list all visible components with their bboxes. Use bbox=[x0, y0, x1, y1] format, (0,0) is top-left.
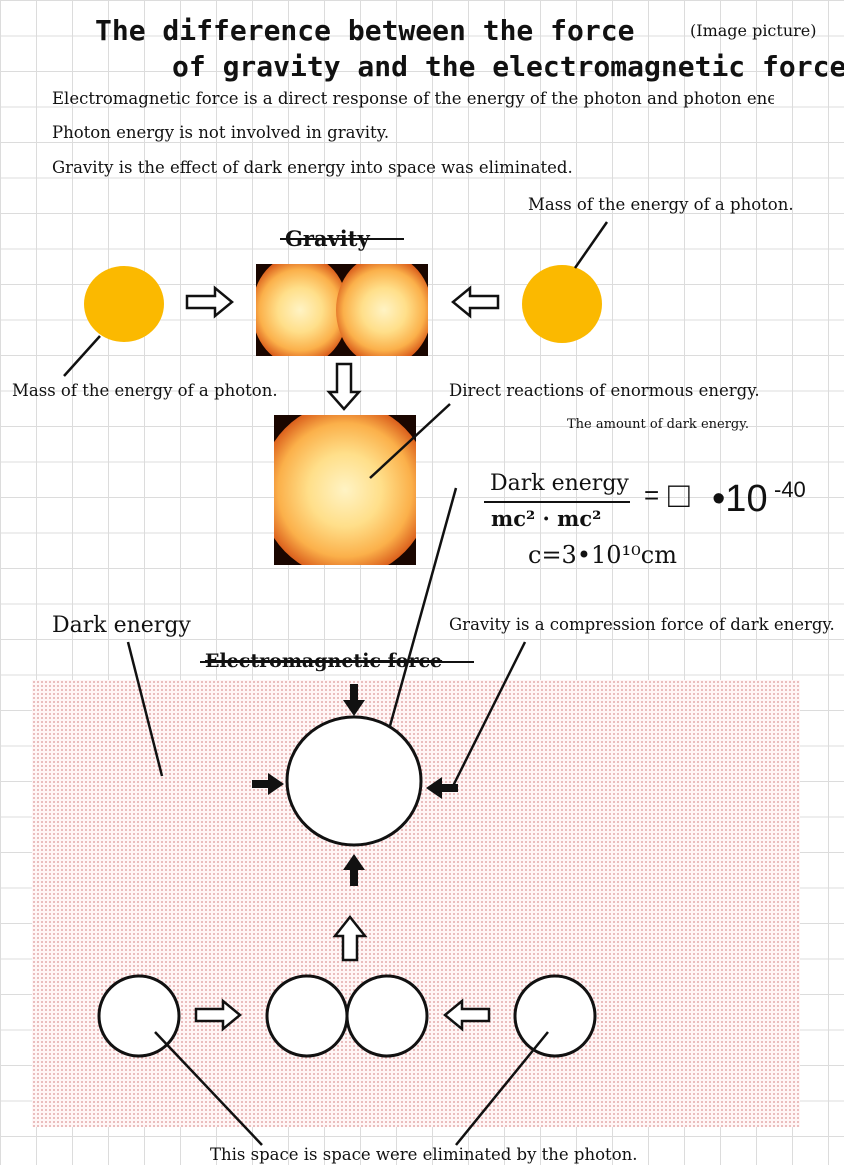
photon-circle-merged-right bbox=[345, 974, 429, 1058]
leader-space-left bbox=[154, 1031, 263, 1146]
dark-energy-label: Dark energy bbox=[52, 613, 191, 638]
arrow-down-upper bbox=[326, 362, 362, 411]
merged-fireball bbox=[274, 415, 416, 565]
colliding-fireballs bbox=[256, 264, 428, 356]
equation-box: □ bbox=[668, 474, 690, 515]
dark-energy-field bbox=[32, 680, 800, 1127]
arrow-right-upper bbox=[185, 285, 234, 319]
leader-space-right bbox=[455, 1031, 549, 1146]
leader-mass-left bbox=[63, 335, 101, 377]
statement-3: Gravity is the effect of dark energy int… bbox=[52, 158, 573, 177]
leader-dark-energy bbox=[126, 641, 164, 777]
equation-equals: = bbox=[644, 480, 660, 510]
arrow-compress-bottom bbox=[343, 854, 365, 886]
mass-label-left: Mass of the energy of a photon. bbox=[12, 381, 278, 400]
title-line-1: The difference between the force bbox=[95, 14, 635, 47]
equation-denominator: mc² · mc² bbox=[491, 506, 602, 531]
arrow-up-lower bbox=[332, 914, 368, 962]
statement-2: Photon energy is not involved in gravity… bbox=[52, 123, 390, 142]
arrow-right-lower bbox=[194, 998, 242, 1032]
statement-1: Electromagnetic force is a direct respon… bbox=[52, 89, 774, 108]
arrow-compress-left bbox=[252, 773, 284, 795]
compression-force-label: Gravity is a compression force of dark e… bbox=[449, 615, 835, 634]
photon-mass-right bbox=[522, 265, 602, 343]
central-photon-circle bbox=[285, 715, 423, 847]
photon-circle-right bbox=[513, 974, 597, 1058]
title-line-2: of gravity and the electromagnetic force… bbox=[172, 50, 844, 83]
equation-factor: •10 bbox=[712, 478, 768, 520]
speed-of-light-constant: c=3•10¹⁰cm bbox=[528, 541, 677, 569]
leader-mass-right bbox=[573, 221, 609, 269]
arrow-left-lower bbox=[443, 998, 491, 1032]
dark-energy-amount-label: The amount of dark energy. bbox=[567, 417, 749, 432]
eliminated-space-label: This space is space were eliminated by t… bbox=[210, 1145, 638, 1164]
photon-mass-left bbox=[84, 266, 164, 342]
reaction-label: Direct reactions of enormous energy. bbox=[449, 381, 760, 400]
leader-compression bbox=[450, 641, 527, 789]
arrow-left-upper bbox=[451, 285, 500, 319]
image-picture-tag: (Image picture) bbox=[690, 21, 817, 40]
mass-label-right: Mass of the energy of a photon. bbox=[528, 195, 794, 214]
equation-numerator: Dark energy bbox=[490, 471, 629, 496]
arrow-compress-right bbox=[426, 777, 458, 799]
arrow-compress-top bbox=[343, 684, 365, 716]
leader-reaction bbox=[369, 403, 451, 479]
equation-exponent: -40 bbox=[774, 477, 806, 502]
photon-circle-merged-left bbox=[265, 974, 349, 1058]
leader-equation bbox=[378, 487, 458, 763]
